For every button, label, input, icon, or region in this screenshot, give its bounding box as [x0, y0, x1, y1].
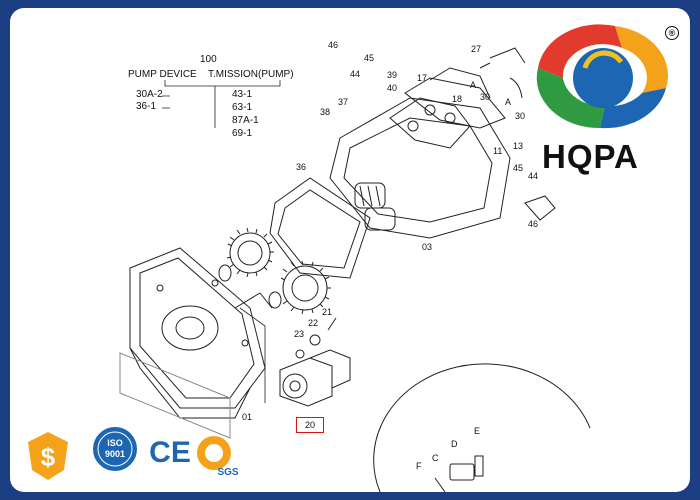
callout-label: 22	[308, 318, 319, 328]
table-col2-header: T.MISSION(PUMP)	[208, 69, 294, 80]
callout-label: 11	[493, 146, 503, 156]
callout-label: 44	[350, 69, 361, 79]
dollar-symbol: $	[41, 442, 56, 472]
callout-label: C	[432, 453, 439, 463]
callout-label: 39	[387, 70, 398, 80]
product-image-frame: ® HQPA 100 PUMP DEVICE T.MISSION(PUMP) 3…	[10, 8, 690, 492]
callout-label: 18	[452, 94, 463, 104]
callout-label: 03	[422, 242, 433, 252]
table-col1-header: PUMP DEVICE	[128, 69, 197, 80]
highlighted-part-number: 20	[296, 417, 324, 433]
callout-label: 30	[480, 92, 491, 102]
table-col1-row: 30A-2	[136, 89, 163, 100]
callout-label: 13	[513, 141, 524, 151]
ce-label: CE	[149, 436, 191, 469]
callout-label: 36	[296, 162, 307, 172]
brand-name: HQPA	[542, 138, 639, 175]
callout-label: 40	[387, 83, 398, 93]
callout-label: F	[416, 461, 422, 471]
callout-label: 46	[328, 40, 339, 50]
table-header-number: 100	[200, 54, 217, 65]
iso-label: ISO	[107, 438, 123, 448]
iso-number: 9001	[105, 449, 125, 459]
callout-label: D	[451, 439, 458, 449]
table-col2-row: 43-1	[232, 89, 253, 100]
table-col2-row: 69-1	[232, 128, 253, 139]
callout-label: 17	[417, 73, 428, 83]
callout-label: 37	[338, 97, 349, 107]
callout-label: 44	[528, 171, 539, 181]
table-col1-row: 36-1	[136, 101, 157, 112]
hqpa-logo-graphic	[536, 24, 668, 129]
callout-label: 23	[294, 329, 305, 339]
callout-label: 30	[515, 111, 526, 121]
registered-trademark-icon: ®	[665, 26, 679, 40]
callout-label: A	[505, 97, 512, 107]
callout-label: 45	[364, 53, 375, 63]
table-col2-row: 87A-1	[232, 115, 259, 126]
callout-label: 46	[528, 219, 539, 229]
callout-label: 45	[513, 163, 524, 173]
callout-label: A	[470, 80, 477, 90]
callout-label: 01	[242, 412, 253, 422]
dollar-shield-icon: $	[28, 432, 68, 480]
sgs-badge-icon: SGS	[197, 436, 239, 478]
iso-9001-badge-icon: ISO 9001	[91, 425, 139, 473]
ce-mark-icon: CE	[149, 436, 191, 469]
callout-label: 21	[322, 307, 333, 317]
table-col2-row: 63-1	[232, 102, 253, 113]
sgs-label: SGS	[217, 467, 238, 478]
exploded-parts-diagram	[119, 24, 668, 492]
callout-label: E	[474, 426, 481, 436]
callout-label: 38	[320, 107, 331, 117]
callout-label: 27	[471, 44, 482, 54]
